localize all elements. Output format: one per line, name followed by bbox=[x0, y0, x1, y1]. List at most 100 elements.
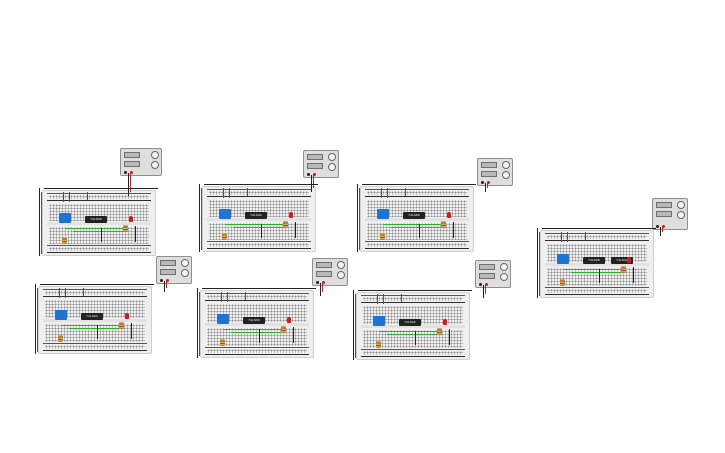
hole-rows-upper bbox=[207, 304, 307, 322]
ground-wire bbox=[295, 222, 296, 238]
signal-wire bbox=[233, 227, 287, 228]
rail-holes-top bbox=[363, 297, 463, 301]
rail-negative-bottom bbox=[47, 252, 151, 253]
power-supply-icon[interactable] bbox=[120, 148, 162, 176]
ic-chip-icon: 74LS04 bbox=[81, 313, 103, 320]
ground-wire bbox=[599, 269, 600, 283]
power-supply-icon[interactable] bbox=[303, 150, 339, 178]
rail-positive-top bbox=[43, 289, 147, 290]
led-icon bbox=[289, 212, 293, 218]
psu-knob-icon bbox=[337, 261, 345, 269]
rail-positive-bottom bbox=[43, 343, 147, 344]
power-lead-side bbox=[357, 184, 358, 252]
rail-holes-bottom bbox=[49, 247, 149, 251]
power-lead-negative bbox=[311, 175, 312, 192]
psu-display bbox=[160, 269, 176, 275]
rail-positive-top bbox=[365, 189, 469, 190]
psu-terminal-positive bbox=[485, 283, 488, 286]
jumper-wire bbox=[405, 188, 406, 196]
psu-display bbox=[307, 154, 323, 160]
led-icon bbox=[447, 212, 451, 218]
jumper-wire bbox=[381, 188, 382, 198]
rail-positive-top bbox=[361, 295, 465, 296]
power-lead-top bbox=[362, 184, 476, 185]
ic-chip-icon: 74LS86 bbox=[403, 212, 425, 219]
psu-knob-icon bbox=[337, 271, 345, 279]
hole-rows-upper bbox=[363, 306, 463, 324]
power-lead-side bbox=[35, 284, 36, 354]
power-supply-icon[interactable] bbox=[652, 198, 688, 230]
circuit-6[interactable]: 74LS02 bbox=[356, 292, 470, 360]
power-lead-top bbox=[44, 188, 158, 189]
center-channel bbox=[205, 323, 309, 326]
jumper-wire bbox=[229, 188, 230, 198]
resistor-icon bbox=[441, 221, 446, 228]
signal-wire bbox=[223, 329, 285, 330]
jumper-wire bbox=[69, 192, 70, 202]
circuit-2[interactable]: 74LS32 bbox=[202, 186, 316, 252]
dip-switch-icon bbox=[377, 209, 389, 219]
psu-terminal-negative bbox=[479, 283, 482, 286]
led-icon bbox=[287, 317, 291, 323]
circuit-4[interactable]: 74LS04 bbox=[38, 286, 152, 354]
power-lead-positive bbox=[662, 227, 663, 232]
power-supply-icon[interactable] bbox=[477, 158, 513, 186]
circuit-3[interactable]: 74LS86 bbox=[360, 186, 474, 252]
psu-terminal-positive bbox=[166, 279, 169, 282]
jumper-wire bbox=[567, 232, 568, 242]
dip-switch-icon bbox=[219, 209, 231, 219]
resistor-icon bbox=[380, 233, 385, 240]
power-lead-positive bbox=[322, 283, 323, 292]
power-lead-top bbox=[204, 184, 318, 185]
dip-switch-icon bbox=[557, 254, 569, 264]
resistor-icon bbox=[222, 233, 227, 240]
rail-positive-top bbox=[207, 189, 311, 190]
rail-negative-top bbox=[205, 300, 309, 301]
jumper-wire bbox=[87, 192, 88, 200]
psu-display bbox=[160, 260, 176, 266]
power-lead-negative bbox=[320, 283, 321, 296]
signal-wire bbox=[387, 334, 441, 335]
signal-wire bbox=[563, 269, 625, 270]
resistor-icon bbox=[437, 328, 442, 335]
power-supply-icon[interactable] bbox=[156, 256, 192, 284]
ground-wire bbox=[135, 226, 136, 242]
breadboard-icon: 74LS08 bbox=[42, 190, 156, 256]
breadboard-icon: 74LS00 bbox=[200, 290, 314, 358]
power-supply-icon[interactable] bbox=[312, 258, 348, 286]
ic-chip-icon: 74LS32 bbox=[611, 257, 633, 264]
rail-positive-top bbox=[545, 233, 649, 234]
signal-wire bbox=[231, 332, 285, 333]
power-supply-icon[interactable] bbox=[475, 260, 511, 288]
circuit-5[interactable]: 74LS00 bbox=[200, 290, 314, 358]
circuit-1[interactable]: 74LS08 bbox=[42, 190, 156, 256]
jumper-wire bbox=[387, 188, 388, 198]
breadboard-icon: 74LS04 bbox=[38, 286, 152, 354]
jumper-wire bbox=[63, 192, 64, 202]
resistor-icon bbox=[376, 341, 381, 348]
resistor-icon bbox=[58, 335, 63, 342]
psu-knob-icon bbox=[502, 161, 510, 169]
power-lead-side bbox=[39, 188, 40, 256]
power-lead-positive bbox=[313, 175, 314, 188]
power-lead-negative bbox=[483, 285, 484, 298]
rail-holes-top bbox=[207, 295, 307, 299]
psu-terminal-negative bbox=[160, 279, 163, 282]
psu-terminal-negative bbox=[307, 173, 310, 176]
signal-wire bbox=[571, 272, 625, 273]
power-lead-side bbox=[199, 184, 200, 252]
rail-positive-bottom bbox=[205, 347, 309, 348]
power-lead-side bbox=[359, 188, 360, 250]
psu-knob-icon bbox=[677, 211, 685, 219]
power-lead-positive bbox=[166, 281, 167, 288]
psu-knob-icon bbox=[151, 161, 159, 169]
signal-wire bbox=[379, 331, 441, 332]
hole-rows-upper bbox=[209, 200, 309, 217]
rail-negative-top bbox=[47, 200, 151, 201]
jumper-wire bbox=[377, 294, 378, 304]
psu-terminal-positive bbox=[322, 281, 325, 284]
resistor-icon bbox=[62, 237, 67, 244]
jumper-wire bbox=[561, 232, 562, 242]
